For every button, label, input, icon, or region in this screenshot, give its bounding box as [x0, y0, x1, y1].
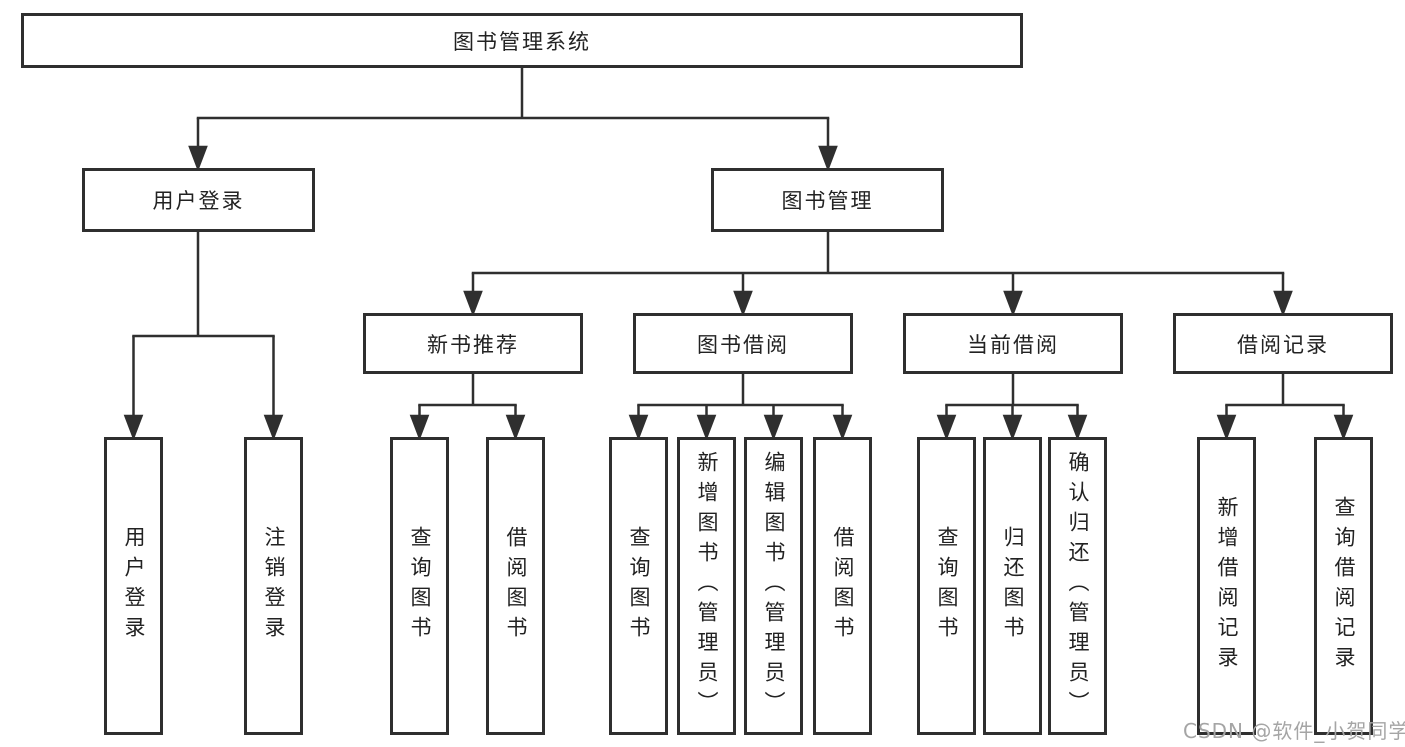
node-label: 用户登录 [152, 189, 245, 213]
leaf-label: 查询图书 [935, 526, 960, 646]
leaf-label: 新增图书（管理员） [695, 451, 720, 721]
node-book-borrow: 图书借阅 [633, 313, 853, 374]
node-new-book-recommend: 新书推荐 [363, 313, 583, 374]
leaf-label: 用户登录 [122, 526, 147, 646]
leaf-borrow-books: 借阅图书 [813, 437, 872, 735]
csdn-watermark: CSDN @软件_小贺同学 [1183, 719, 1405, 743]
leaf-edit-books-admin: 编辑图书（管理员） [744, 437, 803, 735]
leaf-label: 注销登录 [262, 526, 287, 646]
leaf-label: 查询图书 [627, 526, 652, 646]
leaf-label: 借阅图书 [831, 526, 856, 646]
leaf-recommend-query-books: 查询图书 [390, 437, 449, 735]
leaf-label: 编辑图书（管理员） [762, 451, 787, 721]
leaf-label: 新增借阅记录 [1215, 496, 1240, 676]
node-label: 图书管理系统 [453, 29, 591, 54]
node-label: 图书借阅 [697, 332, 789, 357]
leaf-label: 借阅图书 [504, 526, 529, 646]
node-label: 当前借阅 [967, 332, 1059, 357]
leaf-label: 确认归还（管理员） [1066, 451, 1091, 721]
leaf-label: 查询图书 [408, 526, 433, 646]
node-label: 借阅记录 [1237, 332, 1329, 357]
node-current-borrow: 当前借阅 [903, 313, 1123, 374]
node-label: 图书管理 [781, 189, 874, 213]
leaf-borrow-query-books: 查询图书 [609, 437, 668, 735]
node-system-root: 图书管理系统 [21, 13, 1023, 68]
node-book-management: 图书管理 [711, 168, 944, 232]
leaf-query-borrow-record: 查询借阅记录 [1314, 437, 1373, 735]
node-user-login-group: 用户登录 [82, 168, 315, 232]
leaf-add-books-admin: 新增图书（管理员） [677, 437, 736, 735]
leaf-user-login: 用户登录 [104, 437, 163, 735]
leaf-label: 查询借阅记录 [1332, 496, 1357, 676]
leaf-confirm-return-admin: 确认归还（管理员） [1048, 437, 1107, 735]
node-borrow-records: 借阅记录 [1173, 313, 1393, 374]
leaf-label: 归还图书 [1001, 526, 1026, 646]
leaf-recommend-borrow-books: 借阅图书 [486, 437, 545, 735]
node-label: 新书推荐 [427, 332, 519, 357]
leaf-add-borrow-record: 新增借阅记录 [1197, 437, 1256, 735]
leaf-current-query-books: 查询图书 [917, 437, 976, 735]
leaf-logout: 注销登录 [244, 437, 303, 735]
leaf-return-books: 归还图书 [983, 437, 1042, 735]
